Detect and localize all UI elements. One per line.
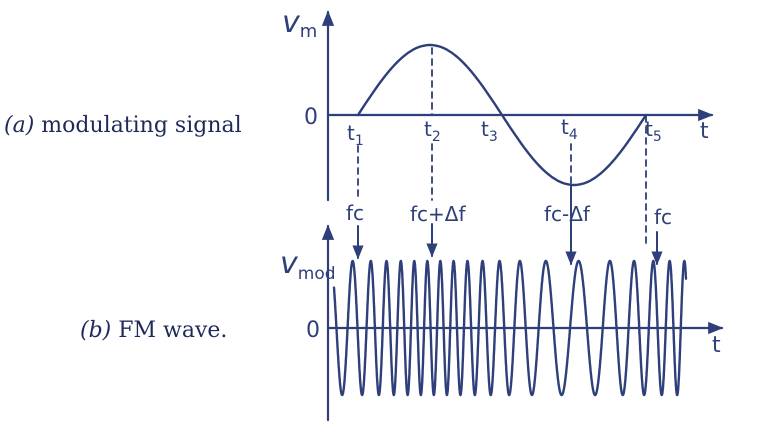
freq-label-3: fc-Δf [544,202,591,226]
top-x-axis-label: t [700,119,709,144]
time-label-t1: t1 [347,121,364,149]
modulating-signal-curve [356,43,648,187]
time-label-t3: t3 [481,117,498,145]
fm-wave-curve [332,259,688,397]
caption-b: (b) FM wave. [80,318,227,343]
bottom-zero-label: 0 [306,318,320,343]
freq-label-2: fc+Δf [410,202,466,226]
top-zero-label: 0 [304,105,318,130]
bottom-x-axis-label: t [712,333,721,358]
caption-a: (a) modulating signal [4,113,242,138]
time-label-t5: t5 [645,117,662,145]
top-y-axis-label: vm [282,5,317,42]
time-label-t2: t2 [424,117,441,145]
bottom-y-axis-label: vmod [280,246,336,284]
freq-label-1: fc [346,201,364,225]
time-label-t4: t4 [561,115,578,143]
freq-label-4: fc [654,205,672,229]
